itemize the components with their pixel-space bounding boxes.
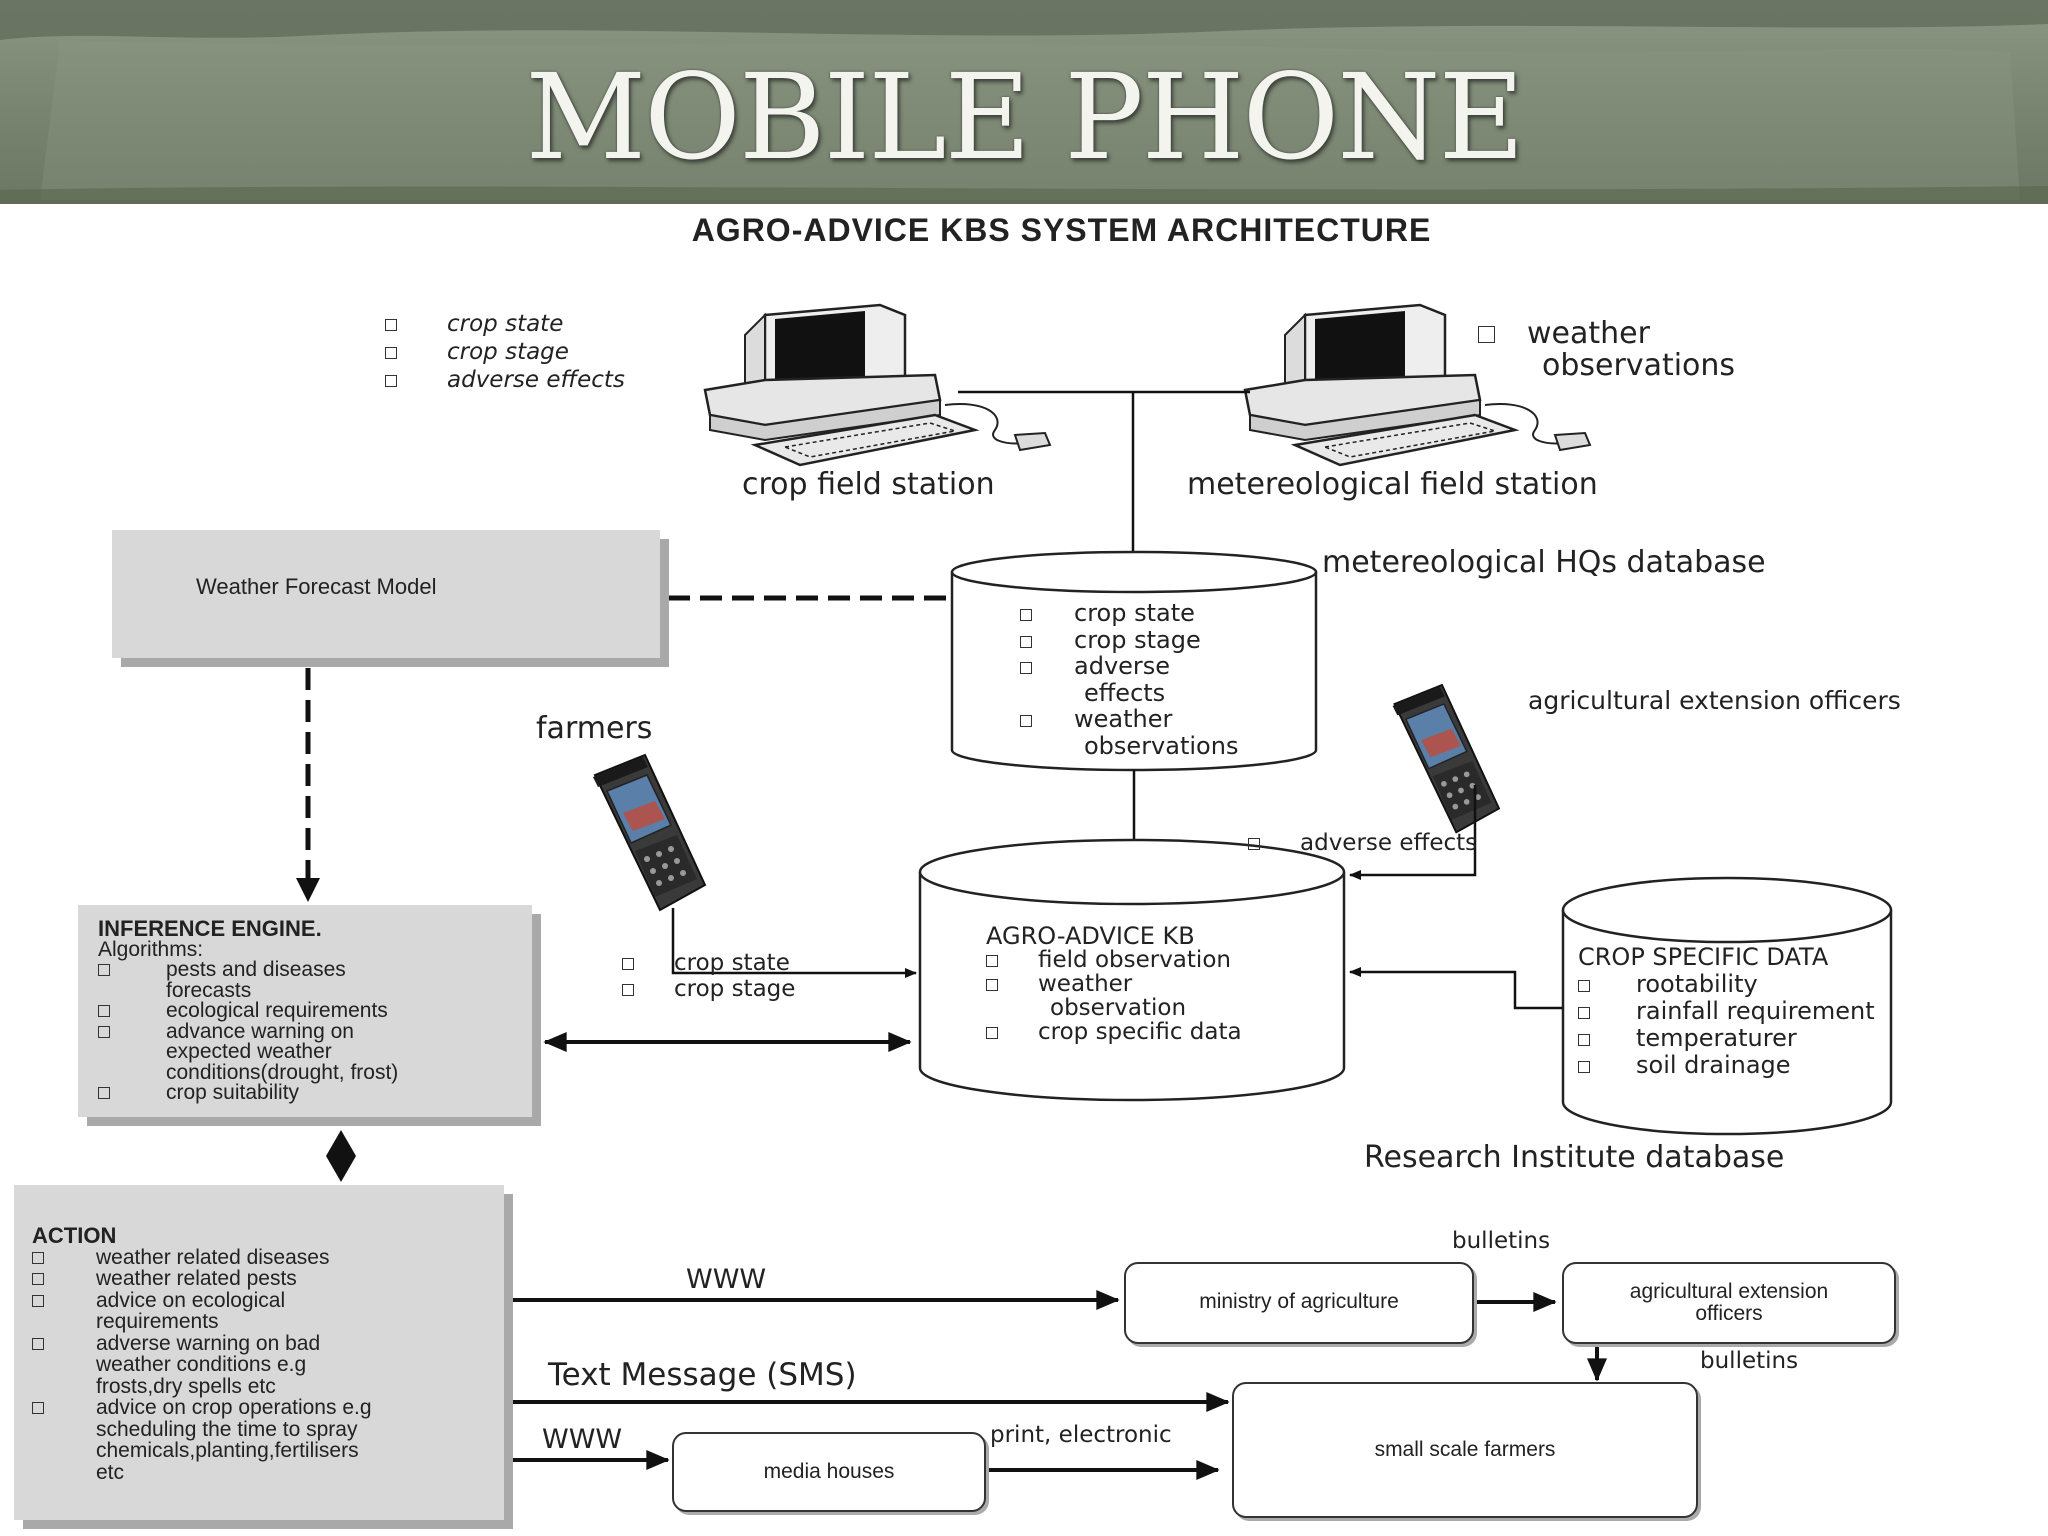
checkbox-icon bbox=[98, 1005, 110, 1017]
banner-texture bbox=[0, 0, 2048, 204]
inference-action-diamond bbox=[326, 1130, 356, 1182]
media-houses-label: media houses bbox=[763, 1460, 895, 1483]
inference-title: INFERENCE ENGINE. bbox=[98, 916, 322, 941]
crop-station-item: crop state bbox=[385, 310, 625, 338]
cropdata-to-kb-arrow bbox=[1349, 967, 1563, 1010]
small-scale-farmers-label: small scale farmers bbox=[1374, 1438, 1556, 1461]
action-title: ACTION bbox=[32, 1223, 117, 1248]
checkbox-icon bbox=[1578, 1034, 1590, 1046]
extension-officers-box: agricultural extension officers bbox=[1562, 1262, 1896, 1344]
checkbox-icon bbox=[32, 1337, 44, 1350]
crop-station-item: crop stage bbox=[385, 338, 625, 366]
checkbox-icon bbox=[1578, 1007, 1590, 1019]
ministry-of-agriculture-box: ministry of agriculture bbox=[1124, 1262, 1474, 1344]
checkbox-icon bbox=[98, 1025, 110, 1038]
checkbox-icon bbox=[986, 955, 998, 967]
checkbox-icon bbox=[1020, 609, 1032, 621]
station-to-hq-connector bbox=[958, 390, 1250, 571]
media-houses-box: media houses bbox=[672, 1432, 986, 1512]
ext-officers-line2: officers bbox=[1695, 1302, 1763, 1325]
checkbox-icon bbox=[32, 1294, 44, 1307]
hq-database-label: metereological HQs database bbox=[1322, 545, 1766, 580]
checkbox-icon bbox=[1578, 980, 1590, 992]
checkbox-icon bbox=[622, 958, 634, 970]
checkbox-icon bbox=[986, 1027, 998, 1039]
met-station-items: weather observations bbox=[1478, 318, 1735, 382]
weather-model-arrowhead bbox=[296, 878, 320, 902]
extension-officers-label: agricultural extension officers bbox=[1528, 686, 1901, 715]
checkbox-icon bbox=[1020, 635, 1032, 648]
extension-officers-phone-icon bbox=[1391, 684, 1500, 834]
checkbox-icon bbox=[385, 319, 397, 331]
checkbox-icon bbox=[1020, 715, 1032, 727]
checkbox-icon bbox=[1578, 1061, 1590, 1073]
crop-field-station-computer bbox=[703, 303, 1052, 467]
diagram-title: AGRO-ADVICE KBS SYSTEM ARCHITECTURE bbox=[691, 212, 1432, 248]
sms-label: Text Message (SMS) bbox=[548, 1357, 857, 1393]
checkbox-icon bbox=[986, 979, 998, 991]
bulletins-bottom-label: bulletins bbox=[1700, 1348, 1799, 1374]
weather-forecast-model-box: Weather Forecast Model bbox=[112, 530, 660, 658]
crop-data-title: CROP SPECIFIC DATA bbox=[1578, 943, 1829, 971]
action-box: ACTION weather related diseases weather … bbox=[14, 1185, 504, 1520]
weather-model-links bbox=[305, 595, 950, 880]
hq-database-cylinder bbox=[950, 550, 1318, 772]
checkbox-icon bbox=[32, 1402, 44, 1414]
checkbox-icon bbox=[32, 1251, 44, 1264]
kb-cylinder bbox=[918, 838, 1346, 1102]
checkbox-icon bbox=[385, 375, 397, 387]
print-electronic-label: print, electronic bbox=[990, 1422, 1172, 1448]
weather-forecast-model-label: Weather Forecast Model bbox=[196, 574, 437, 599]
checkbox-icon bbox=[622, 984, 634, 996]
farmers-to-kb-arrow bbox=[671, 908, 917, 978]
title-banner: MOBILE PHONE bbox=[0, 0, 2048, 204]
crop-data-cylinder bbox=[1561, 876, 1893, 1136]
crop-station-items: crop state crop stage adverse effects bbox=[385, 310, 625, 394]
met-station-label: metereological field station bbox=[1187, 467, 1598, 502]
slide-title: MOBILE PHONE bbox=[525, 48, 1524, 186]
farmers-items: crop state crop stage bbox=[622, 950, 795, 1002]
crop-station-item: adverse effects bbox=[385, 366, 625, 394]
farmers-phone-icon bbox=[592, 754, 706, 911]
research-institute-caption: Research Institute database bbox=[1364, 1140, 1785, 1175]
action-output-arrows bbox=[508, 1290, 1607, 1480]
inference-subtitle: Algorithms: bbox=[98, 937, 204, 961]
checkbox-icon bbox=[1248, 838, 1260, 850]
checkbox-icon bbox=[1020, 662, 1032, 674]
www-top-label: WWW bbox=[686, 1264, 767, 1295]
inference-engine-box: INFERENCE ENGINE. Algorithms: pests and … bbox=[78, 905, 532, 1117]
ext-officers-line1: agricultural extension bbox=[1629, 1280, 1829, 1303]
kb-title: AGRO-ADVICE KB bbox=[986, 922, 1195, 950]
crop-station-label: crop field station bbox=[742, 467, 995, 502]
checkbox-icon bbox=[385, 347, 397, 359]
checkbox-icon bbox=[32, 1273, 44, 1285]
checkbox-icon bbox=[98, 1087, 110, 1099]
crop-data-contents: CROP SPECIFIC DATA rootability rainfall … bbox=[1578, 943, 1875, 1079]
checkbox-icon bbox=[1478, 326, 1495, 343]
checkbox-icon bbox=[98, 964, 110, 976]
www-bottom-label: WWW bbox=[542, 1424, 623, 1455]
bulletins-top-label: bulletins bbox=[1452, 1228, 1551, 1254]
ministry-label: ministry of agriculture bbox=[1199, 1290, 1399, 1313]
farmers-label: farmers bbox=[536, 711, 653, 746]
kb-contents: AGRO-ADVICE KB field observation weather… bbox=[986, 922, 1242, 1045]
small-scale-farmers-box: small scale farmers bbox=[1232, 1382, 1698, 1518]
officers-to-kb-arrow bbox=[1349, 785, 1477, 880]
officers-adverse-effects: adverse effects bbox=[1248, 832, 1477, 855]
hq-database-items: crop state crop stage adverse effects we… bbox=[1020, 600, 1238, 759]
